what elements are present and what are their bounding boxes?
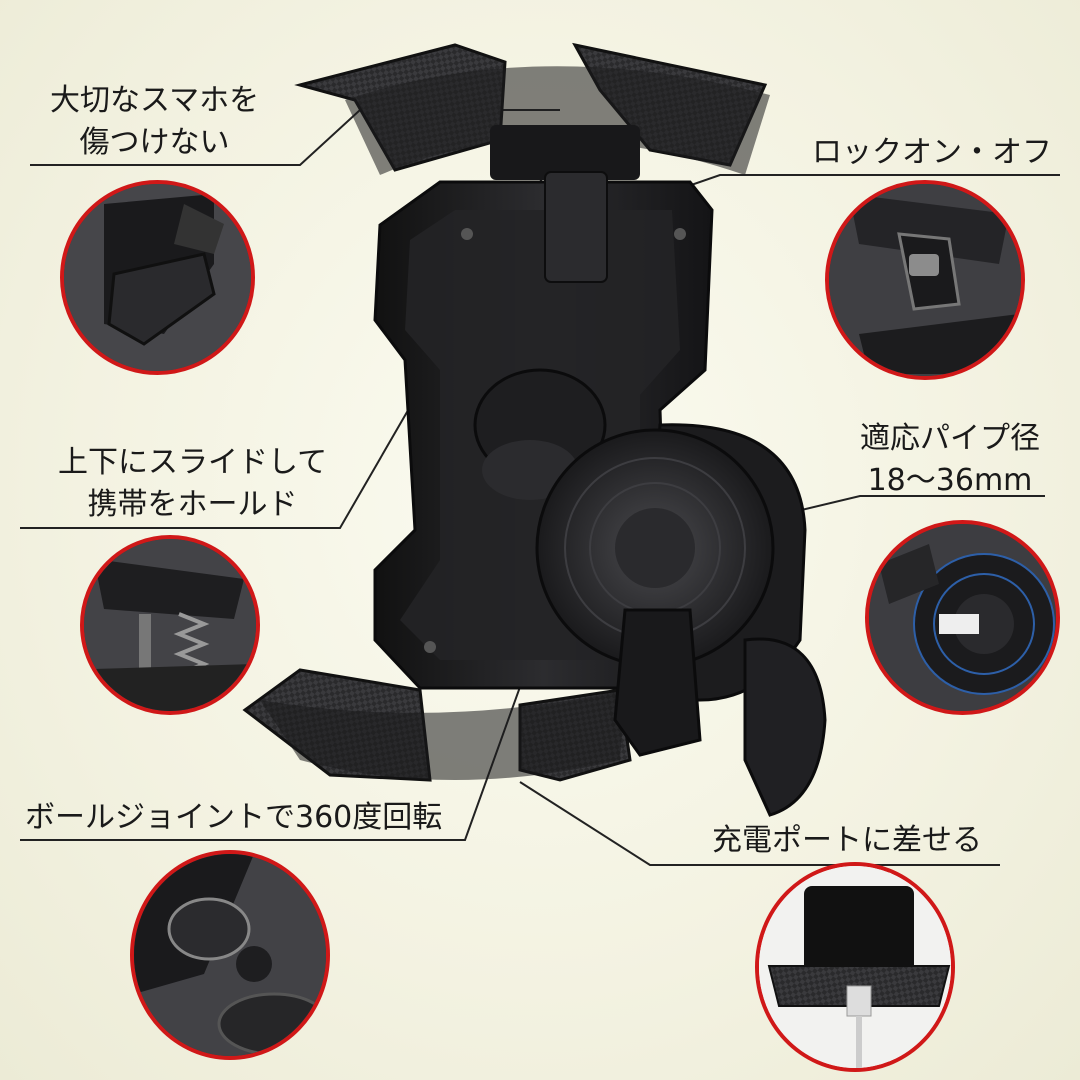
callout-lock: ロックオン・オフ bbox=[812, 132, 1052, 174]
callout-ball-text: ボールジョイントで360度回転 bbox=[25, 800, 443, 835]
callout-ball: ボールジョイントで360度回転 bbox=[25, 797, 442, 839]
detail-lock-switch bbox=[825, 180, 1025, 380]
callout-pipe-line1: 適応パイプ径 bbox=[860, 421, 1040, 456]
callout-protect-line2: 傷つけない bbox=[79, 125, 230, 160]
callout-lock-text: ロックオン・オフ bbox=[812, 135, 1052, 170]
callout-charge: 充電ポートに差せる bbox=[712, 820, 982, 862]
detail-spring-slide bbox=[80, 535, 260, 715]
charging-port-icon bbox=[759, 866, 951, 1068]
detail-pipe-clamp bbox=[865, 520, 1060, 715]
top-grip bbox=[294, 42, 770, 180]
callout-pipe: 適応パイプ径 18～36mm bbox=[860, 418, 1040, 502]
detail-grip-claw bbox=[60, 180, 255, 375]
callout-pipe-line2: 18～36mm bbox=[867, 463, 1033, 498]
pipe-clamp bbox=[535, 423, 827, 817]
detail-charging-port bbox=[755, 862, 955, 1072]
line-charge bbox=[519, 781, 1000, 866]
pipe-clamp-icon bbox=[869, 524, 1056, 711]
lock-switch-icon bbox=[829, 184, 1021, 376]
callout-slide-line1: 上下にスライドして bbox=[58, 445, 328, 480]
detail-ball-joint bbox=[130, 850, 330, 1060]
ball-joint-icon bbox=[134, 854, 326, 1056]
clamp-knob bbox=[743, 637, 827, 817]
callout-slide: 上下にスライドして 携帯をホールド bbox=[58, 442, 327, 526]
grip-claw-icon bbox=[64, 184, 251, 371]
callout-slide-line2: 携帯をホールド bbox=[87, 487, 298, 522]
spring-slide-icon bbox=[84, 539, 256, 711]
callout-charge-text: 充電ポートに差せる bbox=[712, 823, 982, 858]
callout-protect-line1: 大切なスマホを bbox=[50, 83, 260, 118]
bottom-grip bbox=[242, 668, 632, 782]
lock-switch bbox=[544, 171, 608, 283]
callout-protect: 大切なスマホを 傷つけない bbox=[50, 80, 259, 164]
